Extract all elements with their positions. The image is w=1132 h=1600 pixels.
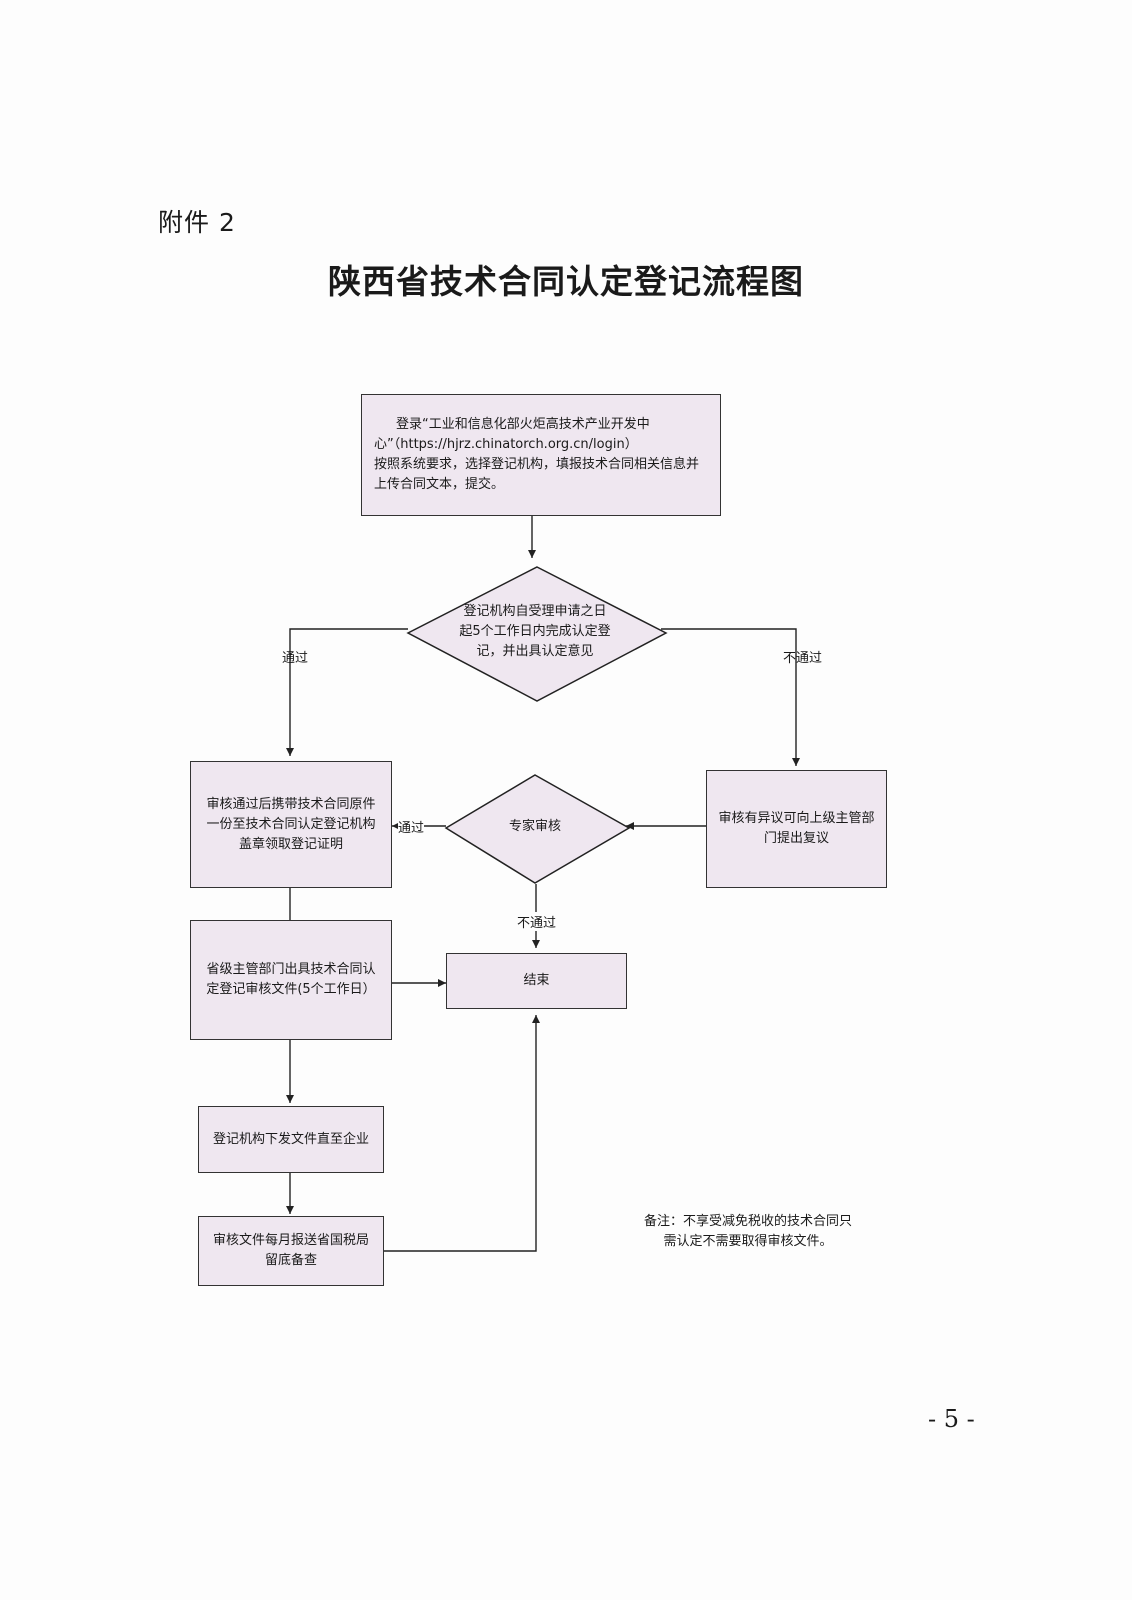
attachment-label: 附件 2 xyxy=(158,208,236,237)
page-title: 陕西省技术合同认定登记流程图 xyxy=(328,262,804,301)
end-box: 结束 xyxy=(446,953,627,1009)
provincial-text-line: 定登记审核文件(5个工作日） xyxy=(206,982,376,997)
decision-text-line: 起5个工作日内完成认定登 xyxy=(459,624,611,639)
appeal-box: 审核有异议可向上级主管部 门提出复议 xyxy=(706,770,887,888)
expert-review-shape xyxy=(444,774,631,884)
login-text-line: 按照系统要求，选择登记机构，填报技术合同相关信息并 xyxy=(374,457,700,472)
certificate-text-line: 盖章领取登记证明 xyxy=(238,836,343,852)
issue-document-box: 登记机构下发文件直至企业 xyxy=(198,1106,384,1173)
footnote-line: 备注：不享受减免税收的技术合同只 xyxy=(643,1214,852,1229)
page-number: - 5 - xyxy=(928,1405,975,1433)
appeal-text-line: 门提出复议 xyxy=(763,831,829,846)
login-text-line: 上传合同文本，提交。 xyxy=(374,477,505,492)
login-text-line: 登录“工业和信息化部火炬高技术产业开发中 xyxy=(396,417,650,432)
decision-registration-shape xyxy=(406,566,668,702)
decision-text-line: 记，并出具认定意见 xyxy=(476,644,594,659)
provincial-text-line: 省级主管部门出具技术合同认 xyxy=(206,962,376,977)
provincial-review-box: 省级主管部门出具技术合同认 定登记审核文件(5个工作日） xyxy=(190,920,392,1040)
expert-fail-label: 不通过 xyxy=(517,912,557,931)
login-url-line: 心”（https://hjrz.chinatorch.org.cn/login） xyxy=(374,437,638,452)
certificate-text-line: 审核通过后携带技术合同原件 xyxy=(206,796,376,812)
decision-registration-text: 登记机构自受理申请之日 起5个工作日内完成认定登 记，并出具认定意见 xyxy=(440,598,630,666)
appeal-text-line: 审核有异议可向上级主管部 xyxy=(718,811,875,826)
edge-decision-fail xyxy=(661,628,800,766)
edge-tax-to-end xyxy=(384,1015,540,1252)
footnote-line: 需认定不需要取得审核文件。 xyxy=(663,1234,833,1249)
expert-review-text: 专家审核 xyxy=(508,819,561,834)
login-box: 登录“工业和信息化部火炬高技术产业开发中 心”（https://hjrz.chi… xyxy=(361,394,721,516)
tax-report-box: 审核文件每月报送省国税局 留底备查 xyxy=(198,1216,384,1286)
tax-report-text-line: 审核文件每月报送省国税局 xyxy=(212,1233,369,1248)
decision-text-line: 登记机构自受理申请之日 xyxy=(463,604,607,619)
certificate-box: 审核通过后携带技术合同原件 一份至技术合同认定登记机构 盖章领取登记证明 xyxy=(190,761,392,888)
expert-pass-label: 通过 xyxy=(398,817,425,836)
edge-decision-pass xyxy=(286,628,408,756)
tax-report-text-line: 留底备查 xyxy=(264,1253,317,1268)
footnote: 备注：不享受减免税收的技术合同只 需认定不需要取得审核文件。 xyxy=(628,1212,868,1252)
pass-label: 通过 xyxy=(282,651,309,666)
fail-label: 不通过 xyxy=(783,651,823,666)
certificate-text-line: 一份至技术合同认定登记机构 xyxy=(206,816,376,832)
